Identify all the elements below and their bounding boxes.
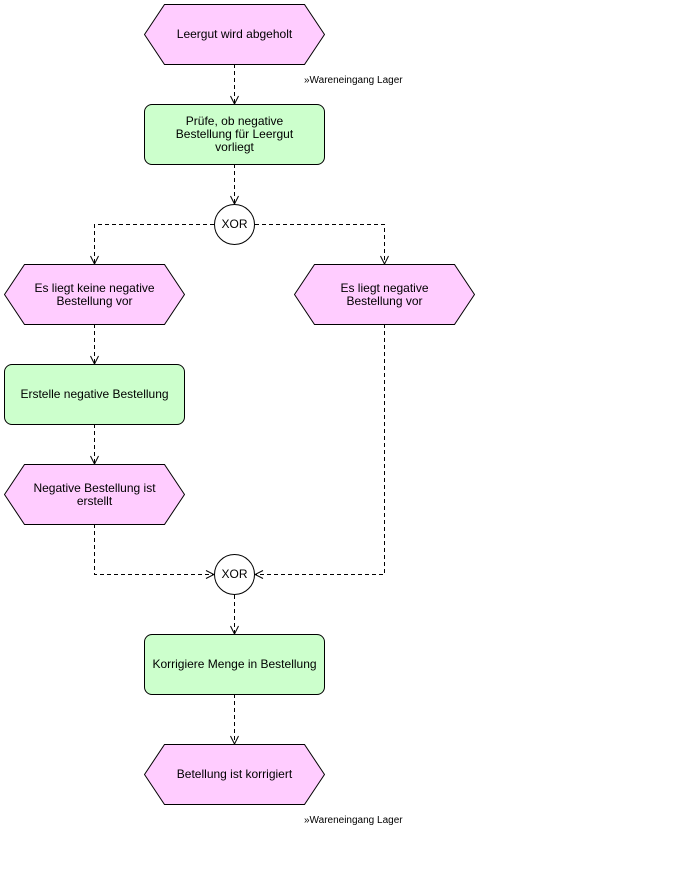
xor-connector-join[interactable]: XOR	[214, 554, 255, 595]
event-hexagon-shape	[4, 264, 185, 325]
function-label: Erstelle negative Bestellung	[20, 387, 169, 401]
event-label: Betellung ist korrigiert	[176, 767, 293, 781]
connector-label: XOR	[221, 217, 248, 231]
process-link-bottom[interactable]: »Wareneingang Lager	[304, 815, 403, 826]
event-hexagon-shape	[144, 4, 325, 65]
function-pruefe-bestellung[interactable]: Prüfe, ob negative Bestellung für Leergu…	[144, 104, 325, 165]
xor-connector-split[interactable]: XOR	[214, 204, 255, 245]
edge-e4-x2	[94, 524, 215, 575]
event-label: Es liegt keine negative Bestellung vor	[34, 280, 155, 308]
event-hexagon-shape	[144, 744, 325, 805]
edge-x1-e3	[255, 224, 385, 265]
event-hexagon-shape	[294, 264, 475, 325]
event-hexagon-shape	[4, 464, 185, 525]
process-link-top[interactable]: »Wareneingang Lager	[304, 75, 403, 86]
event-negative-bestellung-erstellt[interactable]: Negative Bestellung ist erstellt	[4, 464, 185, 525]
connector-label: XOR	[221, 567, 248, 581]
event-label: Negative Bestellung ist erstellt	[33, 480, 156, 508]
event-negative-bestellung-vorhanden[interactable]: Es liegt negative Bestellung vor	[294, 264, 475, 325]
edge-x1-e2	[95, 224, 214, 265]
edge-e3-x2	[255, 324, 385, 575]
event-label: Leergut wird abgeholt	[176, 27, 293, 41]
event-leergut-abgeholt[interactable]: Leergut wird abgeholt	[144, 4, 325, 65]
function-label: Korrigiere Menge in Bestellung	[152, 657, 317, 671]
event-bestellung-korrigiert[interactable]: Betellung ist korrigiert	[144, 744, 325, 805]
function-korrigiere-menge[interactable]: Korrigiere Menge in Bestellung	[144, 634, 325, 695]
function-label: Prüfe, ob negative Bestellung für Leergu…	[175, 114, 294, 154]
function-erstelle-negative-bestellung[interactable]: Erstelle negative Bestellung	[4, 364, 185, 425]
event-label: Es liegt negative Bestellung vor	[340, 280, 429, 308]
event-keine-negative-bestellung[interactable]: Es liegt keine negative Bestellung vor	[4, 264, 185, 325]
